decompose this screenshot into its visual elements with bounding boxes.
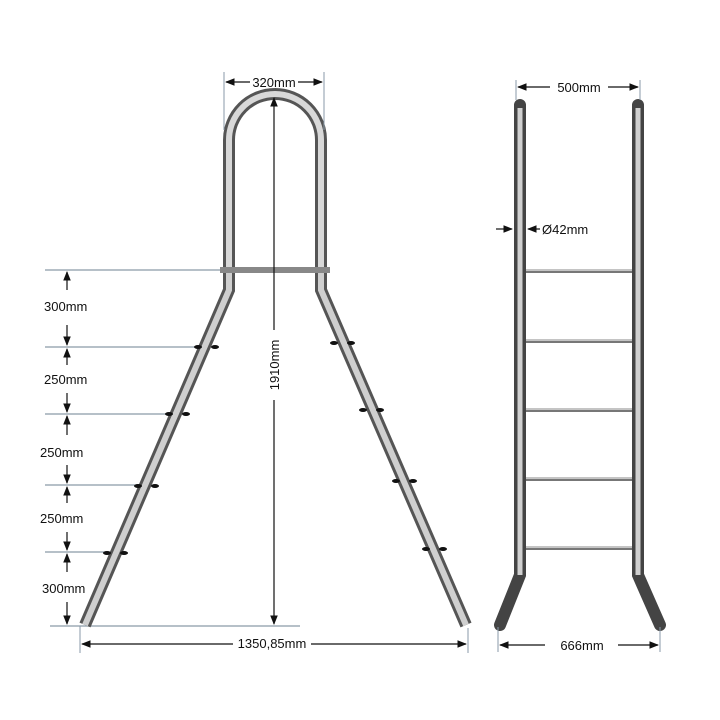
ladder-rungs (526, 269, 632, 550)
svg-text:300mm: 300mm (42, 581, 85, 596)
svg-text:250mm: 250mm (44, 372, 87, 387)
side-view: 320mm 1910mm 300mm 250mm 250mm 250mm 300… (40, 72, 472, 653)
dim-tube-diameter: Ø42mm (496, 222, 588, 237)
right-rail-tube (632, 99, 666, 631)
svg-text:250mm: 250mm (40, 445, 83, 460)
dim-front-top-width: 500mm (515, 80, 641, 100)
dim-base-width: 1350,85mm (79, 626, 469, 653)
left-step-brackets (103, 345, 219, 555)
svg-text:320mm: 320mm (252, 75, 295, 90)
svg-text:Ø42mm: Ø42mm (542, 222, 588, 237)
dim-top-width: 320mm (223, 72, 325, 130)
front-view: 500mm Ø42mm 666mm (494, 80, 666, 653)
dim-total-height: 1910mm (267, 97, 282, 625)
svg-text:300mm: 300mm (44, 299, 87, 314)
svg-text:666mm: 666mm (560, 638, 603, 653)
top-handrail-tube (223, 88, 327, 270)
svg-text:250mm: 250mm (40, 511, 83, 526)
step-reference-lines (45, 269, 300, 627)
right-step-brackets (330, 341, 447, 551)
svg-text:1350,85mm: 1350,85mm (238, 636, 307, 651)
dim-front-base-width: 666mm (497, 627, 661, 653)
svg-text:500mm: 500mm (557, 80, 600, 95)
crossbar (220, 267, 330, 273)
svg-text:1910mm: 1910mm (267, 340, 282, 391)
dim-step-spacing: 300mm 250mm 250mm 250mm 300mm (40, 271, 87, 625)
left-rail-tube (494, 99, 526, 631)
